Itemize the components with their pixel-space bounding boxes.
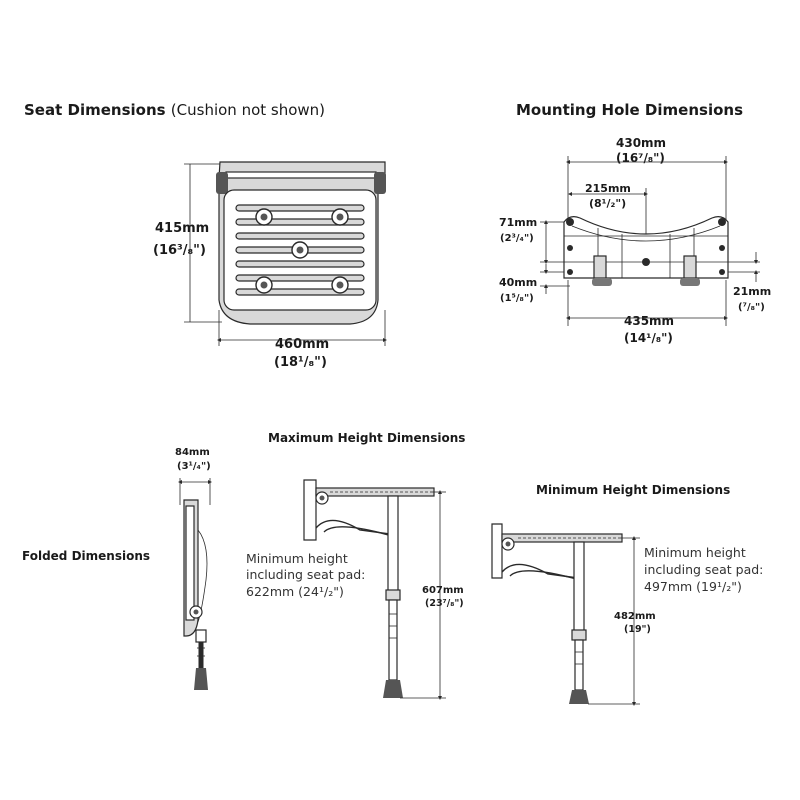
seat-dimensions-subtitle: (Cushion not shown)	[170, 101, 326, 119]
center-hole	[642, 258, 650, 266]
min-height-note-3: 497mm (19¹/₂")	[644, 579, 742, 594]
seat-width-in: (18¹/₈")	[274, 355, 327, 370]
seat-hinge-left	[216, 172, 228, 194]
max-height-side-view	[303, 479, 446, 700]
mount-half-in: (8¹/₂")	[589, 197, 627, 210]
seat-depth-in: (16³/₈")	[153, 243, 206, 258]
folded-foot	[194, 668, 208, 690]
max-leg-lower	[388, 599, 398, 681]
min-wall-plate	[491, 523, 503, 579]
mount-right-in: (⁷/₈")	[738, 302, 765, 313]
max-wall-plate	[303, 479, 317, 541]
seat-depth-mm: 415mm	[155, 221, 210, 236]
folded-side-view	[178, 478, 212, 690]
mount-lower-mm: 40mm	[499, 276, 538, 289]
min-height-note-1: Minimum height	[644, 545, 746, 560]
mount-bottom-in: (14¹/₈")	[624, 331, 673, 345]
max-height-note-2: including seat pad:	[246, 567, 366, 582]
mounting-front-view	[540, 156, 760, 326]
folded-depth-in: (3¹/₄")	[177, 461, 211, 472]
max-foot	[383, 680, 403, 698]
seat-hinge-right	[374, 172, 386, 194]
max-leg-upper	[387, 495, 399, 597]
mount-upper-in: (2³/₄")	[500, 233, 534, 244]
seat-dimensions-title: Seat Dimensions (Cushion not shown)	[24, 101, 326, 119]
mount-lower-in: (1⁵/₈")	[500, 293, 534, 304]
folded-dimensions-title: Folded Dimensions	[22, 549, 151, 563]
max-height-mm: 607mm	[422, 585, 464, 596]
mount-top-mm: 430mm	[616, 136, 667, 150]
max-height-note-1: Minimum height	[246, 551, 348, 566]
seat-bolts	[255, 208, 349, 294]
seat-top-view	[184, 161, 387, 346]
min-leg-lower	[574, 639, 584, 691]
seat-hinge-bar	[225, 171, 377, 179]
bracket-left	[593, 255, 607, 279]
mount-upper-mm: 71mm	[499, 216, 538, 229]
min-height-in: (19")	[624, 624, 651, 635]
min-height-note-2: including seat pad:	[644, 562, 764, 577]
max-height-title: Maximum Height Dimensions	[268, 431, 466, 445]
max-height-note-3: 622mm (24¹/₂")	[246, 584, 344, 599]
mount-right-mm: 21mm	[733, 285, 772, 298]
folded-depth-mm: 84mm	[175, 447, 210, 458]
bracket-right	[683, 255, 697, 279]
min-leg-upper	[573, 541, 585, 635]
min-height-title: Minimum Height Dimensions	[536, 483, 731, 497]
mount-half-mm: 215mm	[585, 182, 631, 195]
min-height-side-view	[491, 523, 640, 706]
max-height-in: (23⁷/₈")	[425, 598, 464, 609]
min-foot	[569, 690, 589, 704]
mounting-hole-title: Mounting Hole Dimensions	[516, 101, 743, 119]
